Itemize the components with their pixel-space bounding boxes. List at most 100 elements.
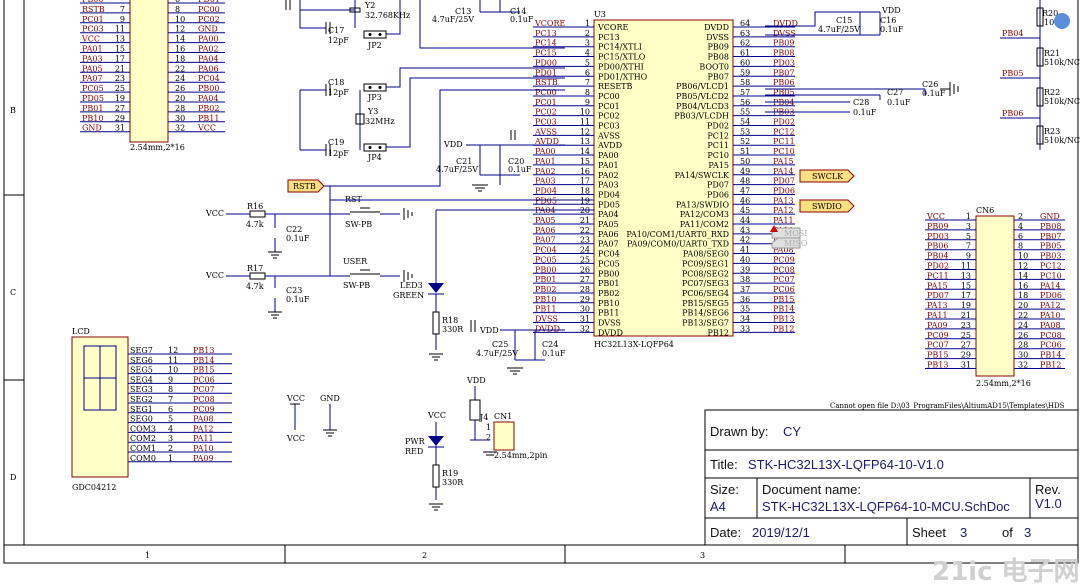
lcd-net: PC06 xyxy=(193,375,215,384)
mcu-right-net: PC08 xyxy=(773,265,795,274)
mcu-left-pin: 15 xyxy=(580,157,590,166)
svg-text:PWR: PWR xyxy=(405,437,426,446)
sheet-value: 3 xyxy=(960,525,967,540)
svg-text:2: 2 xyxy=(486,433,491,442)
mcu-left-net: PB11 xyxy=(535,305,556,314)
power-symbols: VCC VCC GND VDD J4 CN1 1 2 2.54mm,2pin xyxy=(286,376,547,460)
watermark: 21ic 电子网 xyxy=(932,557,1080,586)
svg-text:4.7k: 4.7k xyxy=(246,220,264,229)
cn6-net: GND xyxy=(1040,212,1060,221)
mcu-right-func: PB05/VLCD2 xyxy=(676,92,729,101)
mcu-left-net: PA06 xyxy=(535,226,556,235)
mcu-right-net: PC12 xyxy=(773,127,795,136)
col-marker-2: 2 xyxy=(422,551,427,560)
cn6-pin: 11 xyxy=(961,262,971,271)
cn6-pin: 32 xyxy=(1018,361,1028,370)
svg-text:JP4: JP4 xyxy=(367,153,382,162)
mcu-left-pin: 12 xyxy=(580,127,590,136)
cn6-net: PD06 xyxy=(1040,291,1062,300)
mcu-right-func: PC09/SEG1 xyxy=(682,259,729,268)
cn6-net: PA13 xyxy=(927,301,948,310)
left-header-pin: 16 xyxy=(175,45,185,54)
of-value: 3 xyxy=(1024,525,1031,540)
mcu-right-func: PB04/VLCD3 xyxy=(676,102,729,111)
lcd-pin: 7 xyxy=(168,395,173,404)
svg-text:VCC: VCC xyxy=(286,434,305,443)
sheet-border xyxy=(3,0,1079,564)
mcu-left-net: PC00 xyxy=(535,88,557,97)
mcu-left-func: DVDD xyxy=(598,328,623,337)
svg-text:VDD: VDD xyxy=(443,140,463,149)
svg-text:C17: C17 xyxy=(328,26,344,35)
mcu-right-net: PB09 xyxy=(773,39,794,48)
cn6-pin: 18 xyxy=(1018,291,1028,300)
cn6-pin: 31 xyxy=(961,361,971,370)
left-header-pin: 9 xyxy=(120,15,125,24)
mcu-left-pin: 7 xyxy=(585,78,590,87)
swd-flags: SWCLK SWDIO MOSI MISO xyxy=(770,169,855,249)
mcu-left-net: PB00 xyxy=(535,265,556,274)
left-header-pin: 8 xyxy=(175,5,180,14)
mcu-right-func: PC12 xyxy=(707,131,729,140)
mcu-left-net: PA00 xyxy=(535,147,556,156)
svg-text:VCC: VCC xyxy=(286,394,305,403)
mcu-right-pin: 41 xyxy=(740,246,750,255)
mcu-right-func: PC07/SEG3 xyxy=(682,279,729,288)
mcu-left-pin: 23 xyxy=(580,236,590,245)
mcu-right-func: PB15/SEG5 xyxy=(682,299,729,308)
title-block: Cannot open file D:\03_ProgramFiles\Alti… xyxy=(704,402,1080,586)
mcu-right-func: PA10/COM1/UART0_RXD xyxy=(626,230,729,239)
svg-text:R19: R19 xyxy=(442,469,458,478)
lcd-net: PA11 xyxy=(193,434,214,443)
left-header-net: PB10 xyxy=(82,114,103,123)
left-header-pin: 22 xyxy=(175,64,185,73)
mcu-left-net: PD04 xyxy=(535,186,557,195)
cn6-pin: 27 xyxy=(961,341,971,350)
lcd-pin: 3 xyxy=(168,434,173,443)
mcu-right-net: PD03 xyxy=(773,58,795,67)
lcd-seg: SEG6 xyxy=(130,356,153,365)
mcu-left-net: PC14 xyxy=(535,39,557,48)
svg-text:SW-PB: SW-PB xyxy=(345,220,372,229)
svg-text:R17: R17 xyxy=(247,264,263,273)
svg-text:C18: C18 xyxy=(328,78,344,87)
lcd-pin: 2 xyxy=(168,444,173,453)
svg-text:12pF: 12pF xyxy=(328,36,349,45)
cn6-net: PC11 xyxy=(927,271,949,280)
lcd-pin: 4 xyxy=(168,424,173,433)
mcu-right-net: PA11 xyxy=(773,216,794,225)
lcd-net: PC07 xyxy=(193,385,215,394)
mcu-right-func: PA09/COM0/UART0_TXD xyxy=(627,240,729,249)
cn6-net: VCC xyxy=(926,212,945,221)
svg-text:C28: C28 xyxy=(853,98,869,107)
lcd-seg: SEG2 xyxy=(130,395,153,404)
lcd-net: PB13 xyxy=(193,346,214,355)
cn6-net: PB03 xyxy=(1040,252,1061,261)
cn6-pin: 14 xyxy=(1018,271,1028,280)
date-label: Date: xyxy=(710,525,741,540)
mcu-right-pin: 36 xyxy=(740,295,750,304)
mcu-left-pin: 14 xyxy=(580,147,590,156)
svg-text:32MHz: 32MHz xyxy=(365,117,395,126)
mcu-right-net: DVSS xyxy=(773,29,796,38)
left-header-pin: 13 xyxy=(115,35,125,44)
svg-text:C26: C26 xyxy=(922,80,938,89)
cn6-pin: 16 xyxy=(1018,281,1028,290)
mcu-right-func: PC08/SEG2 xyxy=(682,269,729,278)
mcu-right-pin: 42 xyxy=(740,236,750,245)
mcu-right-func: PA13/SWDIO xyxy=(676,200,730,209)
mcu-right-pin: 37 xyxy=(740,285,750,294)
left-header-pin: 19 xyxy=(115,94,125,103)
svg-text:VCC: VCC xyxy=(427,411,446,420)
mcu-left-pin: 27 xyxy=(580,275,590,284)
left-header-net: PB00 xyxy=(198,84,219,93)
mcu-left-net: PA03 xyxy=(535,177,556,186)
mcu-left-pin: 9 xyxy=(585,98,590,107)
mcu-left-net: DVDD xyxy=(535,324,560,333)
svg-text:0.1uF: 0.1uF xyxy=(922,89,946,98)
mcu-left-pin: 26 xyxy=(580,265,590,274)
svg-text:4.7uF/25V: 4.7uF/25V xyxy=(818,25,860,34)
left-header-pin: 10 xyxy=(175,15,185,24)
mcu-right-func: PB07 xyxy=(708,72,729,81)
